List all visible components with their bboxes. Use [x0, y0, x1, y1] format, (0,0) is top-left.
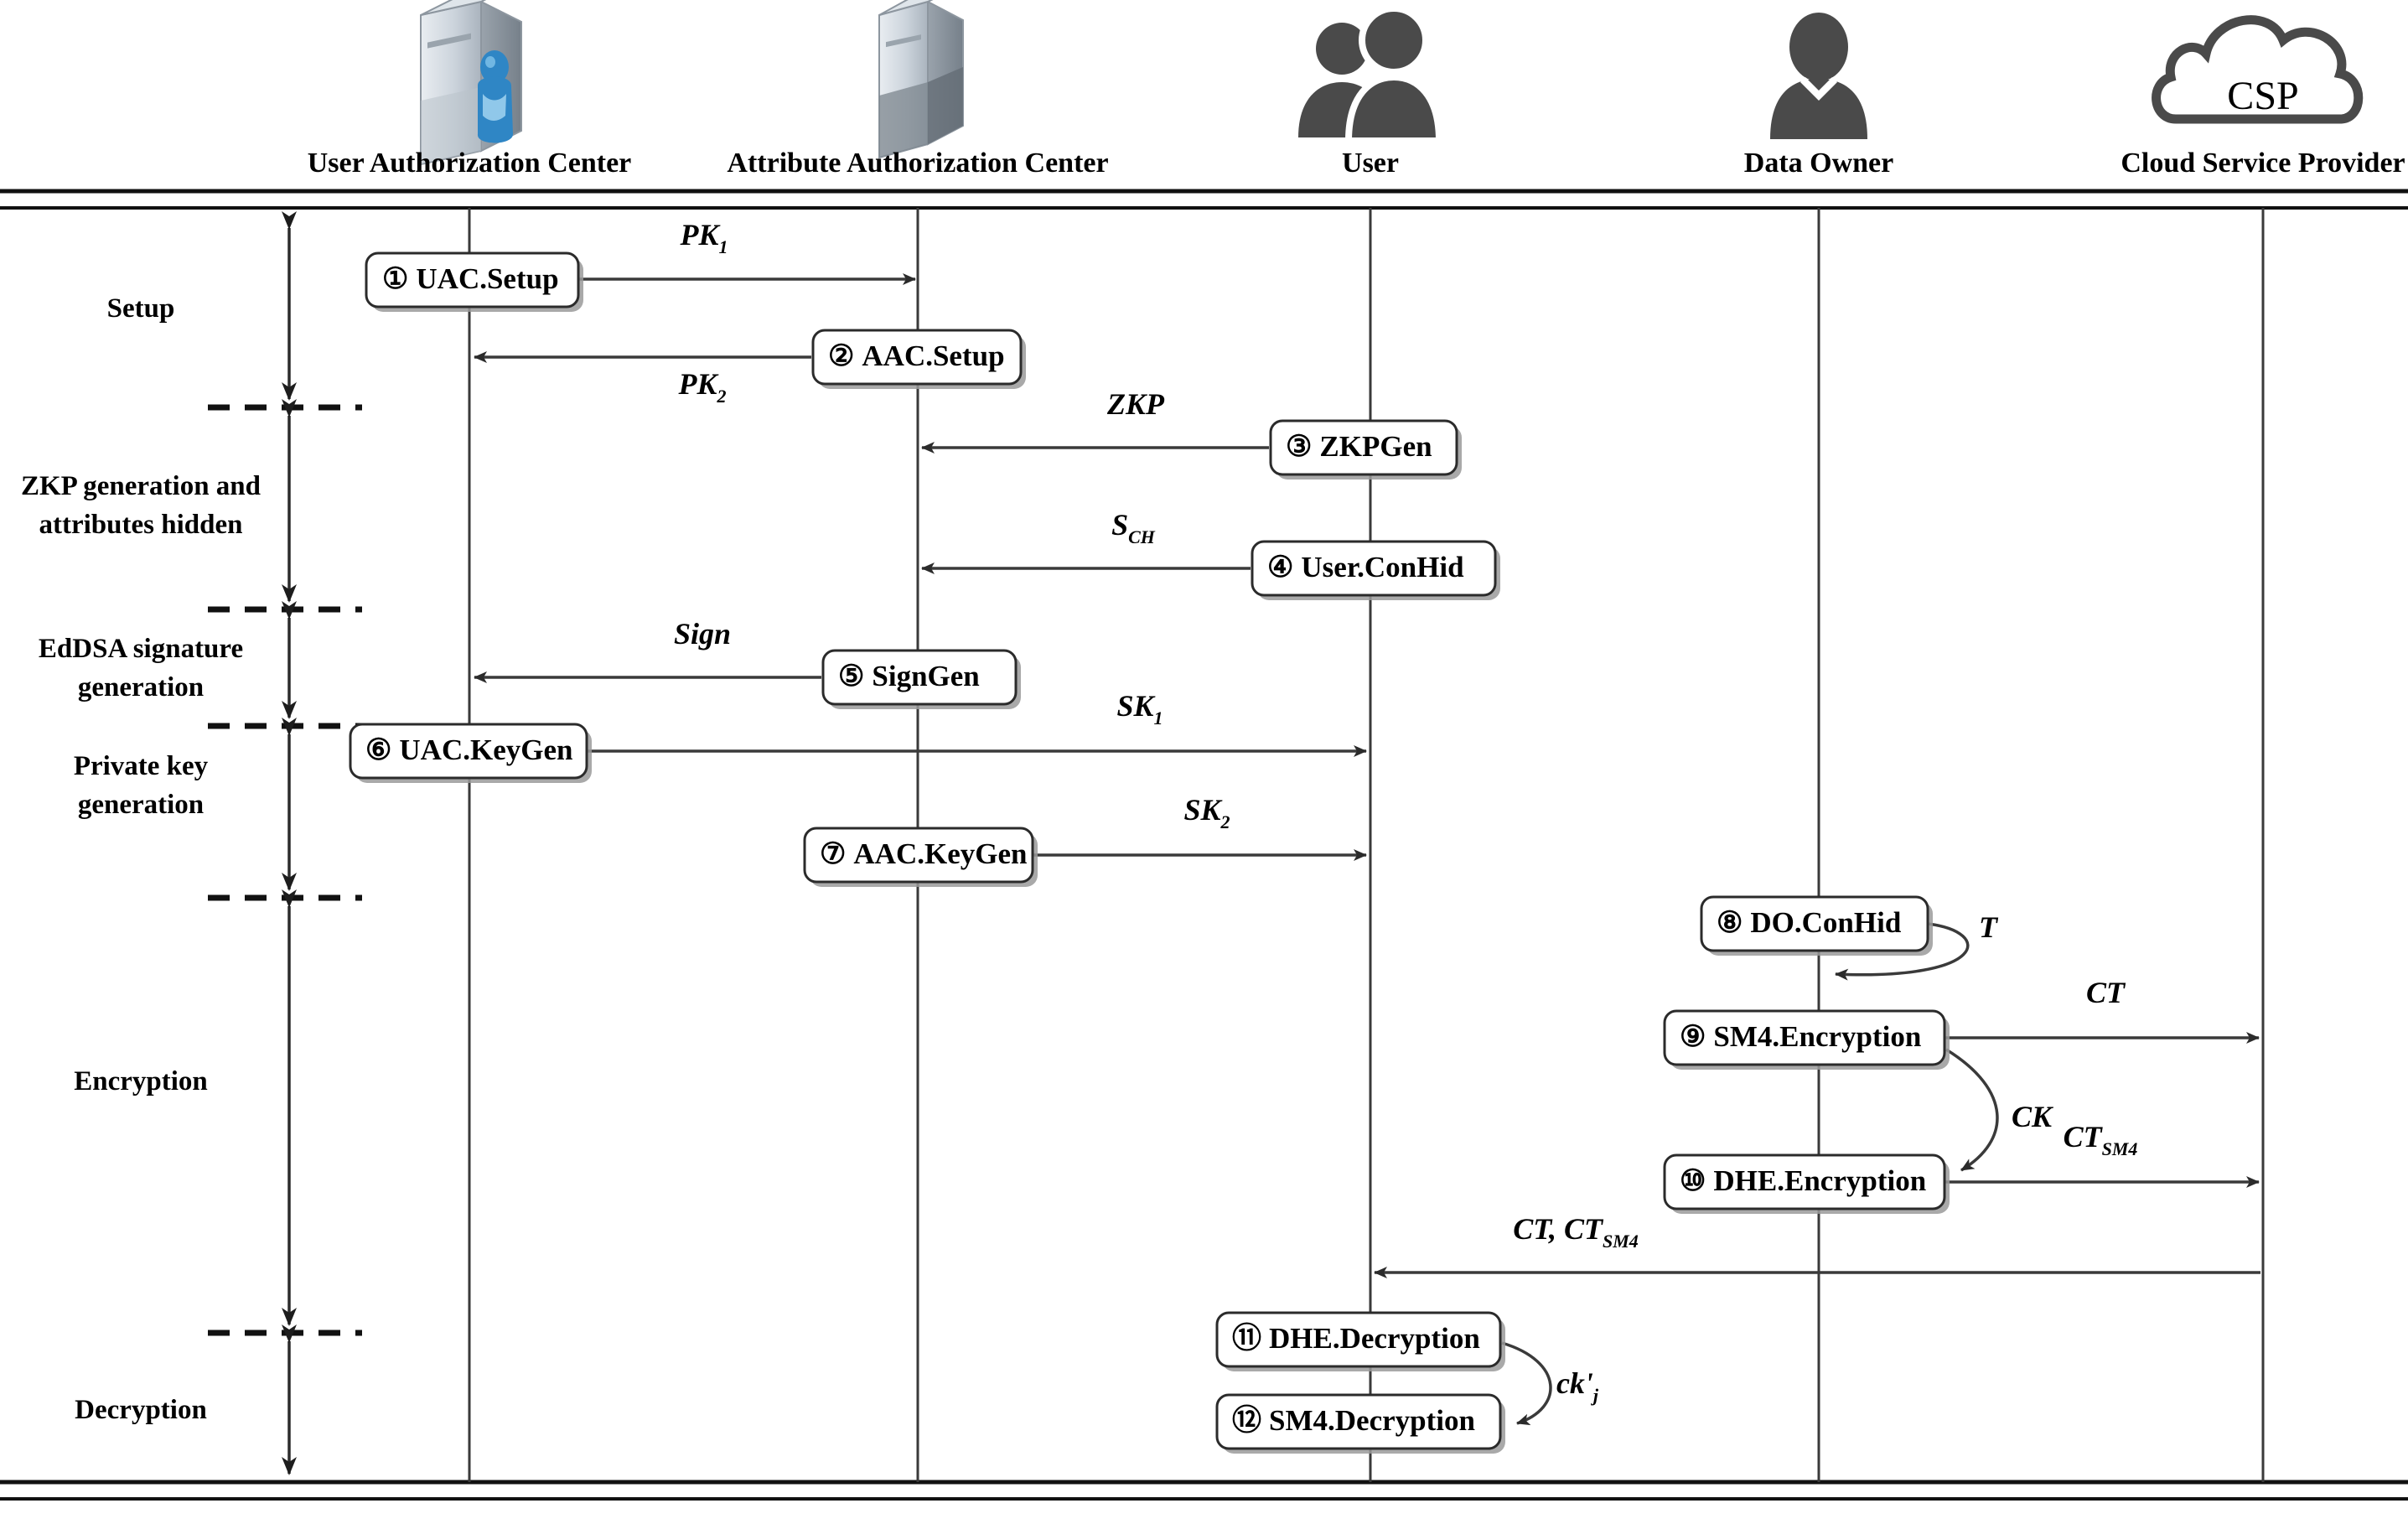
message-label-ct: CT: [2086, 976, 2126, 1009]
phase-label-keygen-line2: generation: [78, 790, 204, 820]
phase-label-zkp-line2: attributes hidden: [39, 510, 243, 540]
phase-label-setup: Setup: [107, 293, 175, 324]
message-label-ctsm4: CTSM4: [2064, 1120, 2138, 1159]
phase-label-decryption: Decryption: [75, 1395, 207, 1425]
message-label-pk1: PK1: [679, 218, 728, 257]
self-arrow-ck-j: [1501, 1341, 1552, 1426]
actor-label-do: Data Owner: [1744, 148, 1893, 179]
actor-label-aac: Attribute Authorization Center: [727, 148, 1108, 179]
phase-label-eddsa-line1: EdDSA signature: [39, 634, 243, 664]
actor-label-user: User: [1342, 148, 1399, 179]
csp-badge-text: CSP: [2227, 74, 2298, 118]
person-icon: [1770, 13, 1867, 139]
frame-rails: [0, 189, 2408, 1501]
message-label-ct-ctsm4: CT, CTSM4: [1513, 1212, 1639, 1252]
phase-dividers: [208, 404, 362, 1336]
server-icon: [878, 0, 964, 159]
self-label-T: T: [1979, 910, 1999, 944]
message-label-sk2: SK2: [1183, 793, 1230, 832]
lifelines: [468, 208, 2265, 1482]
message-labels: PK1 PK2 ZKP SCH Sign SK1 SK2 CT CTSM4 CT…: [674, 218, 2137, 1252]
messages: [474, 273, 2260, 1278]
message-label-pk2: PK2: [677, 367, 726, 407]
self-arrow-T: [1835, 922, 1970, 981]
self-label-CK: CK: [2012, 1100, 2054, 1133]
self-arrow-CK: [1945, 1048, 1999, 1172]
actor-label-uac: User Authorization Center: [308, 148, 632, 179]
message-label-zkp: ZKP: [1106, 387, 1165, 421]
actor-label-csp: Cloud Service Provider: [2121, 148, 2405, 179]
phase-label-keygen-line1: Private key: [74, 751, 209, 781]
self-messages: T CK ck'j: [1501, 910, 2054, 1426]
message-label-sch: SCH: [1111, 508, 1156, 547]
phase-label-encryption: Encryption: [74, 1066, 208, 1096]
self-label-ck-j: ck'j: [1556, 1366, 1599, 1406]
message-label-sk1: SK1: [1116, 689, 1163, 728]
cloud-icon: CSP: [2152, 15, 2364, 124]
phase-label-zkp-line1: ZKP generation and: [21, 471, 261, 501]
server-user-icon: [420, 0, 522, 166]
users-icon: [1298, 5, 1443, 144]
phase-label-eddsa-line2: generation: [78, 672, 204, 702]
message-label-sign: Sign: [674, 617, 731, 651]
